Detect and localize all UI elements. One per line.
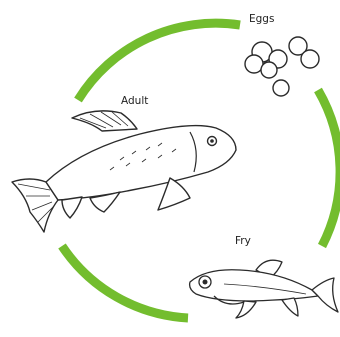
egg [261,62,277,78]
adult-label: Adult [121,96,148,107]
egg [301,50,319,68]
eggs-label: Eggs [249,14,274,25]
cycle-arc-fry-to-adult [62,246,188,318]
cycle-arc-eggs-to-fry [318,90,340,246]
egg [273,80,289,96]
fry-anal-fin [282,298,298,316]
cycle-arc-adult-to-eggs [78,23,240,100]
adult-fish [12,111,236,232]
adult-body [46,126,236,200]
fry-fish [190,260,338,318]
eggs-cluster [245,37,319,96]
fry-label: Fry [235,236,251,247]
adult-anal-fin [62,197,82,218]
egg [245,55,263,73]
